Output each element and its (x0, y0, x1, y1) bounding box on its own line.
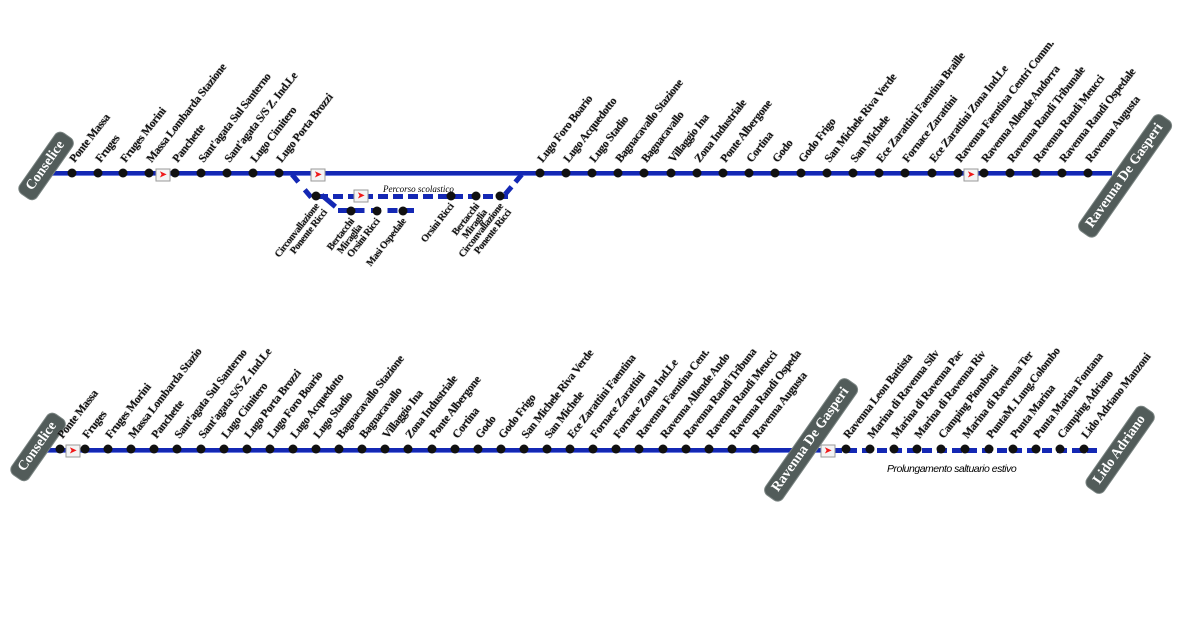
station-stop[interactable] (144, 168, 154, 178)
station-stop[interactable] (403, 444, 413, 454)
station-stop[interactable] (953, 168, 963, 178)
station-stop[interactable] (172, 444, 182, 454)
station-stop[interactable] (692, 168, 702, 178)
transfer-arrow-icon: ➤ (963, 168, 979, 182)
station-stop[interactable] (639, 168, 649, 178)
station-stop[interactable] (126, 444, 136, 454)
station-stop[interactable] (196, 168, 206, 178)
station-stop[interactable] (1008, 444, 1018, 454)
station-stop[interactable] (900, 168, 910, 178)
station-stop[interactable] (1083, 168, 1093, 178)
station-stop[interactable] (718, 168, 728, 178)
station-stop[interactable] (841, 444, 851, 454)
station-stop[interactable] (446, 191, 456, 201)
station-stop[interactable] (288, 444, 298, 454)
transfer-arrow-icon: ➤ (820, 444, 836, 458)
station-stop[interactable] (93, 168, 103, 178)
station-stop[interactable] (542, 444, 552, 454)
top-route-line (52, 171, 1112, 175)
station-stop[interactable] (889, 444, 899, 454)
station-stop[interactable] (196, 444, 205, 454)
station-stop[interactable] (473, 444, 483, 454)
station-stop[interactable] (750, 444, 760, 454)
station-stop[interactable] (822, 168, 832, 178)
station-stop[interactable] (118, 168, 128, 178)
transfer-arrow-icon: ➤ (353, 189, 369, 203)
station-stop[interactable] (398, 206, 408, 216)
station-stop[interactable] (519, 444, 529, 454)
station-stop[interactable] (927, 168, 936, 178)
station-stop[interactable] (334, 444, 344, 454)
station-stop[interactable] (1031, 444, 1041, 454)
station-stop[interactable] (265, 444, 275, 454)
station-stop[interactable] (611, 444, 621, 454)
station-stop[interactable] (170, 168, 180, 178)
station-stop[interactable] (744, 168, 754, 178)
station-stop[interactable] (427, 444, 436, 454)
school-route-label: Percorso scolastico (383, 184, 454, 194)
transfer-arrow-icon: ➤ (65, 444, 81, 458)
station-stop[interactable] (874, 168, 884, 178)
station-stop[interactable] (103, 444, 113, 454)
station-stop[interactable] (704, 444, 714, 454)
station-stop[interactable] (960, 444, 970, 454)
station-stop[interactable] (865, 444, 875, 454)
station-stop[interactable] (67, 168, 77, 178)
station-stop[interactable] (311, 444, 321, 454)
station-stop[interactable] (274, 168, 284, 178)
station-stop[interactable] (681, 444, 691, 454)
station-stop[interactable] (346, 206, 356, 216)
station-stop[interactable] (1005, 168, 1015, 178)
summer-extension-label: Prolungamento saltuario estivo (887, 463, 1017, 475)
station-stop[interactable] (219, 444, 229, 454)
station-stop[interactable] (242, 444, 252, 454)
station-stop[interactable] (634, 444, 644, 454)
transfer-arrow-icon: ➤ (155, 168, 171, 182)
station-stop[interactable] (372, 206, 382, 216)
station-stop[interactable] (149, 444, 159, 454)
station-stop[interactable] (450, 444, 460, 454)
station-stop[interactable] (1031, 168, 1041, 178)
station-stop[interactable] (588, 444, 598, 454)
station-stop[interactable] (1057, 168, 1067, 178)
station-stop[interactable] (55, 444, 65, 454)
station-stop[interactable] (471, 191, 481, 201)
station-stop[interactable] (727, 444, 737, 454)
station-stop[interactable] (222, 168, 232, 178)
station-stop[interactable] (912, 444, 922, 454)
station-stop[interactable] (587, 168, 597, 178)
station-stop[interactable] (357, 444, 367, 454)
station-stop[interactable] (535, 168, 545, 178)
station-stop[interactable] (311, 191, 321, 201)
station-stop[interactable] (565, 444, 575, 454)
station-stop[interactable] (979, 168, 989, 178)
station-stop[interactable] (380, 444, 390, 454)
terminal-conselice-top[interactable]: Conselice (16, 130, 76, 202)
station-stop[interactable] (658, 444, 667, 454)
station-stop[interactable] (613, 168, 623, 178)
transfer-arrow-icon: ➤ (310, 168, 326, 182)
school-branch-connector (503, 172, 524, 196)
station-stop[interactable] (848, 168, 858, 178)
station-stop[interactable] (80, 444, 90, 454)
school-route-upper (318, 194, 508, 199)
station-stop[interactable] (984, 444, 994, 454)
station-stop[interactable] (1079, 444, 1089, 454)
station-stop[interactable] (936, 444, 946, 454)
station-stop[interactable] (248, 168, 258, 178)
station-label: Godo (770, 137, 796, 165)
station-stop[interactable] (496, 444, 506, 454)
station-stop[interactable] (796, 168, 806, 178)
terminal-ravenna-de-gasperi-bottom[interactable]: Ravenna De Gasperi (762, 377, 860, 503)
station-stop[interactable] (666, 168, 675, 178)
station-stop[interactable] (770, 168, 780, 178)
station-stop[interactable] (1055, 444, 1065, 454)
station-stop[interactable] (495, 191, 505, 201)
station-stop[interactable] (561, 168, 571, 178)
